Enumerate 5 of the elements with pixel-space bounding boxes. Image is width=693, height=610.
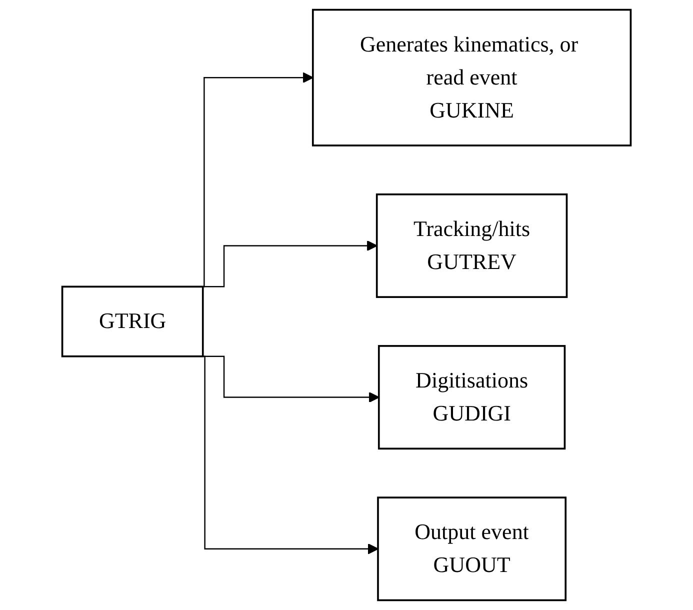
node-box: Digitisations GUDIGI [378, 345, 566, 450]
node-box: Output event GUOUT [377, 496, 567, 602]
node-box: Tracking/hits GUTREV [376, 193, 568, 298]
node-box: GTRIG [61, 286, 204, 358]
node-box: Generates kinematics, or read event GUKINE [312, 8, 632, 146]
